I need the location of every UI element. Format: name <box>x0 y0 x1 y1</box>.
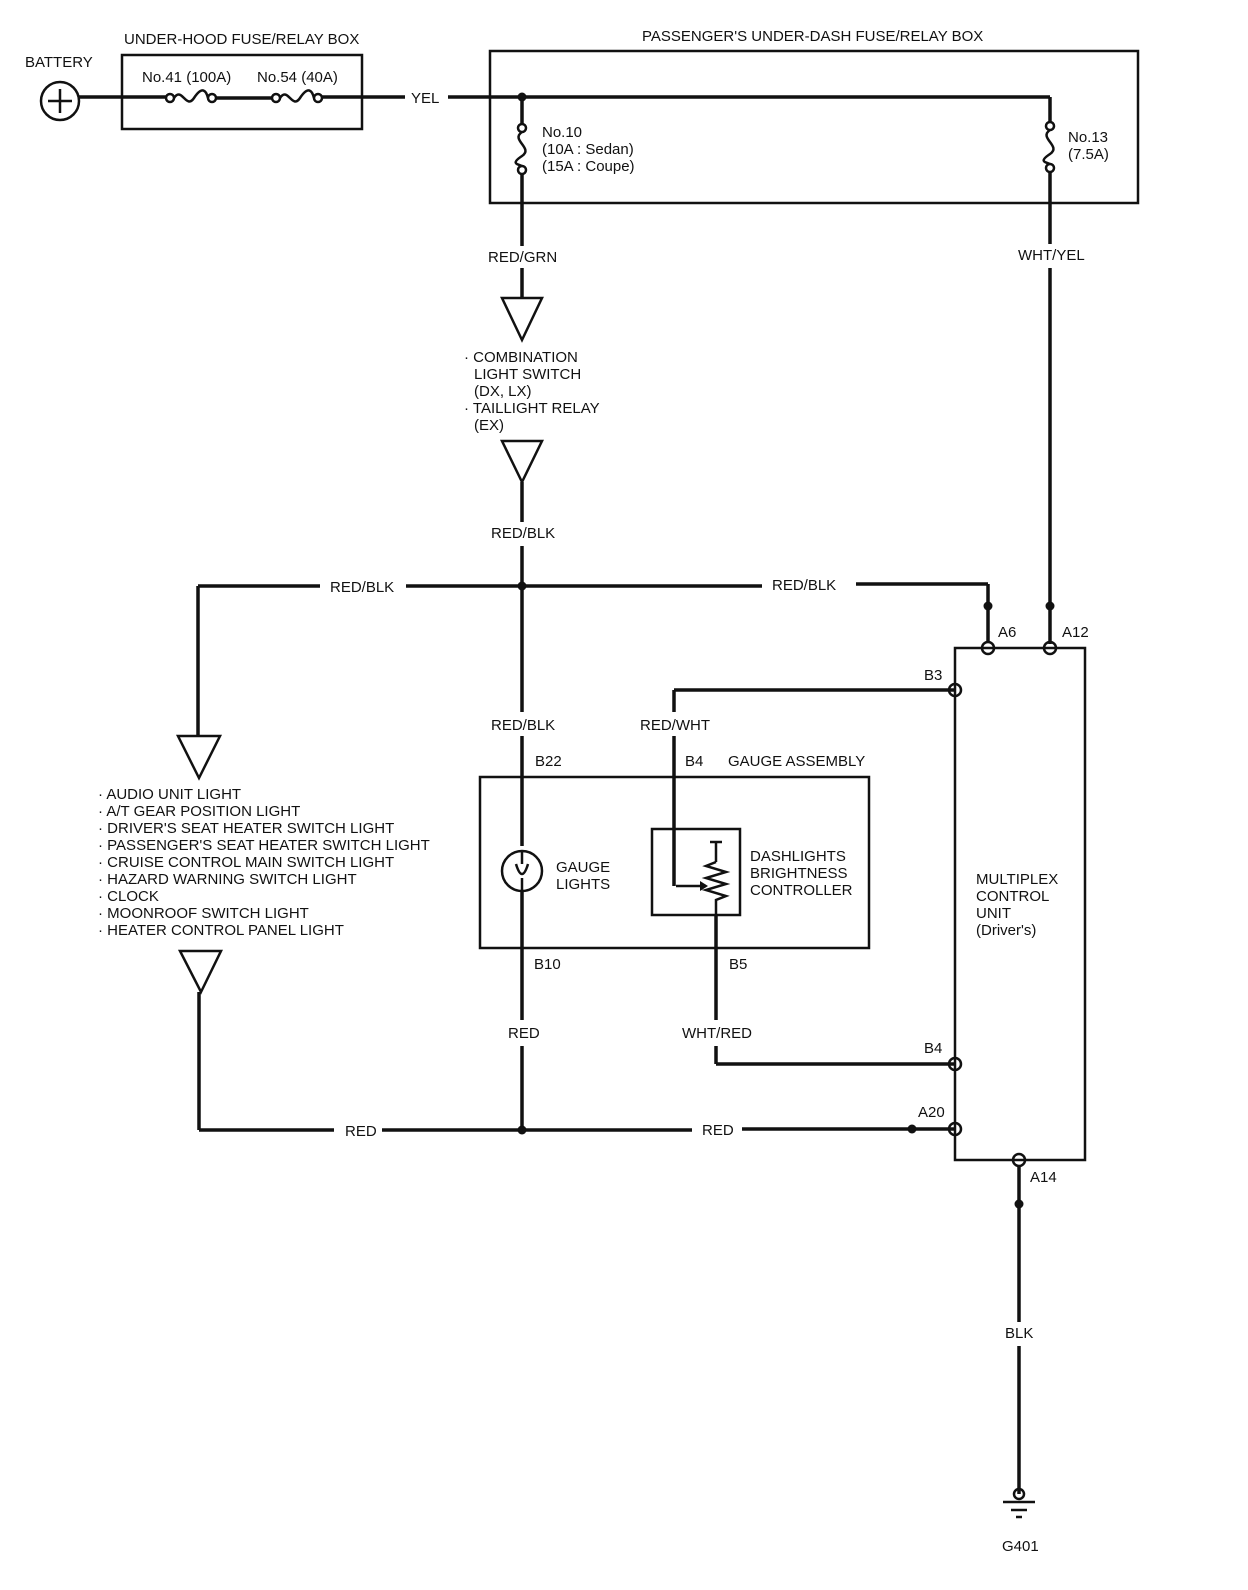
under-hood-fuse-box: UNDER-HOOD FUSE/RELAY BOX No.41 (100A) N… <box>120 31 364 131</box>
fuse-13-icon <box>1042 120 1056 174</box>
combo-switch-line4: · TAILLIGHT RELAY <box>464 400 600 417</box>
wire-label-red-grn: RED/GRN <box>488 249 557 266</box>
pin-b3-terminal <box>947 682 963 698</box>
dashlights-controller-box <box>650 827 742 917</box>
fuse-10-icon <box>514 122 528 176</box>
pin-b10: B10 <box>534 956 561 973</box>
controller-line3: CONTROLLER <box>750 882 853 899</box>
connector-arrow-icon <box>500 296 544 343</box>
lights-list: · AUDIO UNIT LIGHT · A/T GEAR POSITION L… <box>98 786 430 1140</box>
combo-switch-line2: LIGHT SWITCH <box>474 366 581 383</box>
light-item: · AUDIO UNIT LIGHT <box>98 786 241 803</box>
fuse-41-label: No.41 (100A) <box>142 69 231 86</box>
light-item: · HAZARD WARNING SWITCH LIGHT <box>98 871 357 888</box>
mcu-line4: (Driver's) <box>976 922 1036 939</box>
wire-label-wht-yel: WHT/YEL <box>1018 247 1085 264</box>
junction-dot <box>1045 601 1055 611</box>
gauge-bulb-icon <box>500 849 544 893</box>
pin-b3: B3 <box>924 667 942 684</box>
fuse-54-label: No.54 (40A) <box>257 69 338 86</box>
pin-a20-terminal <box>947 1121 963 1137</box>
junction-dot <box>907 1124 917 1134</box>
connector-arrow-icon <box>499 439 545 485</box>
fuse-10-line1: No.10 <box>542 124 582 141</box>
gauge-assembly-title: GAUGE ASSEMBLY <box>728 753 865 770</box>
potentiometer-icon <box>676 840 731 916</box>
fuse-13-line1: No.13 <box>1068 129 1108 146</box>
battery-plus-icon <box>39 80 81 122</box>
light-item: · A/T GEAR POSITION LIGHT <box>98 803 300 820</box>
pin-a12: A12 <box>1062 624 1089 641</box>
junction-dot <box>1014 1199 1024 1209</box>
fuse-10-line2: (10A : Sedan) <box>542 141 634 158</box>
ground-wiring: BLK G401 <box>1002 1166 1039 1555</box>
under-hood-box-title: UNDER-HOOD FUSE/RELAY BOX <box>124 31 359 48</box>
under-dash-fuse-box: PASSENGER'S UNDER-DASH FUSE/RELAY BOX No… <box>488 28 1140 205</box>
light-item: · HEATER CONTROL PANEL LIGHT <box>98 922 344 939</box>
mcu-line2: CONTROL <box>976 888 1049 905</box>
wire-label-yel: YEL <box>411 90 439 107</box>
fuse-54-icon <box>270 89 324 104</box>
pin-a14: A14 <box>1030 1169 1057 1186</box>
wire-label-red-blk-1: RED/BLK <box>491 525 555 542</box>
light-item: · CRUISE CONTROL MAIN SWITCH LIGHT <box>98 854 394 871</box>
gauge-assembly: RED/BLK RED/WHT B22 B4 GAUGE ASSEMBLY GA… <box>478 688 956 1066</box>
pin-b5: B5 <box>729 956 747 973</box>
pin-b4-mcu: B4 <box>924 1040 942 1057</box>
light-item: · MOONROOF SWITCH LIGHT <box>98 905 309 922</box>
connector-arrow-icon <box>175 734 223 781</box>
pin-a20: A20 <box>918 1104 945 1121</box>
battery-label: BATTERY <box>25 54 93 71</box>
mcu-line1: MULTIPLEX <box>976 871 1058 888</box>
pin-a6-terminal <box>980 640 996 656</box>
wire-label-red-right: RED <box>702 1122 734 1139</box>
junction-dot <box>983 601 993 611</box>
wire-label-red-left: RED <box>345 1123 377 1140</box>
combo-switch-line1: · COMBINATION <box>464 349 578 366</box>
battery: BATTERY <box>25 54 93 122</box>
junction-dot <box>517 1125 527 1135</box>
ground-icon <box>1003 1487 1035 1519</box>
wire-label-red-wht: RED/WHT <box>640 717 710 734</box>
light-item: · CLOCK <box>98 888 159 905</box>
fuse-13-line2: (7.5A) <box>1068 146 1109 163</box>
gauge-lights-line2: LIGHTS <box>556 876 610 893</box>
combo-switch-line3: (DX, LX) <box>474 383 532 400</box>
fuse-10-line3: (15A : Coupe) <box>542 158 635 175</box>
wire-label-wht-red: WHT/RED <box>682 1025 752 1042</box>
center-wiring: RED/GRN · COMBINATION LIGHT SWITCH (DX, … <box>175 174 993 781</box>
mcu-line3: UNIT <box>976 905 1011 922</box>
pin-a12-terminal <box>1042 640 1058 656</box>
gauge-lights-line1: GAUGE <box>556 859 610 876</box>
wire-label-red-blk-right: RED/BLK <box>772 577 836 594</box>
light-item: · PASSENGER'S SEAT HEATER SWITCH LIGHT <box>98 837 430 854</box>
right-wiring: WHT/YEL <box>1018 172 1085 644</box>
pin-b22: B22 <box>535 753 562 770</box>
wire-label-blk: BLK <box>1005 1325 1033 1342</box>
ground-label: G401 <box>1002 1538 1039 1555</box>
pin-b4-gauge: B4 <box>685 753 703 770</box>
light-item: · DRIVER'S SEAT HEATER SWITCH LIGHT <box>98 820 394 837</box>
pin-a6: A6 <box>998 624 1016 641</box>
fuse-41-icon <box>164 89 218 104</box>
top-wiring: YEL <box>79 90 1052 124</box>
wire-label-red-blk-left: RED/BLK <box>330 579 394 596</box>
bottom-wiring: RED RED <box>382 1025 956 1139</box>
controller-line2: BRIGHTNESS <box>750 865 848 882</box>
multiplex-control-unit: A6 A12 B3 B4 A20 A14 MULTIPLEX CONTROL U… <box>918 624 1089 1186</box>
pin-b4-terminal <box>947 1056 963 1072</box>
connector-arrow-icon <box>177 949 224 995</box>
wire-label-red-blk-gauge: RED/BLK <box>491 717 555 734</box>
combo-switch-line5: (EX) <box>474 417 504 434</box>
under-dash-box-title: PASSENGER'S UNDER-DASH FUSE/RELAY BOX <box>642 28 983 45</box>
wire-label-red-gauge: RED <box>508 1025 540 1042</box>
controller-line1: DASHLIGHTS <box>750 848 846 865</box>
